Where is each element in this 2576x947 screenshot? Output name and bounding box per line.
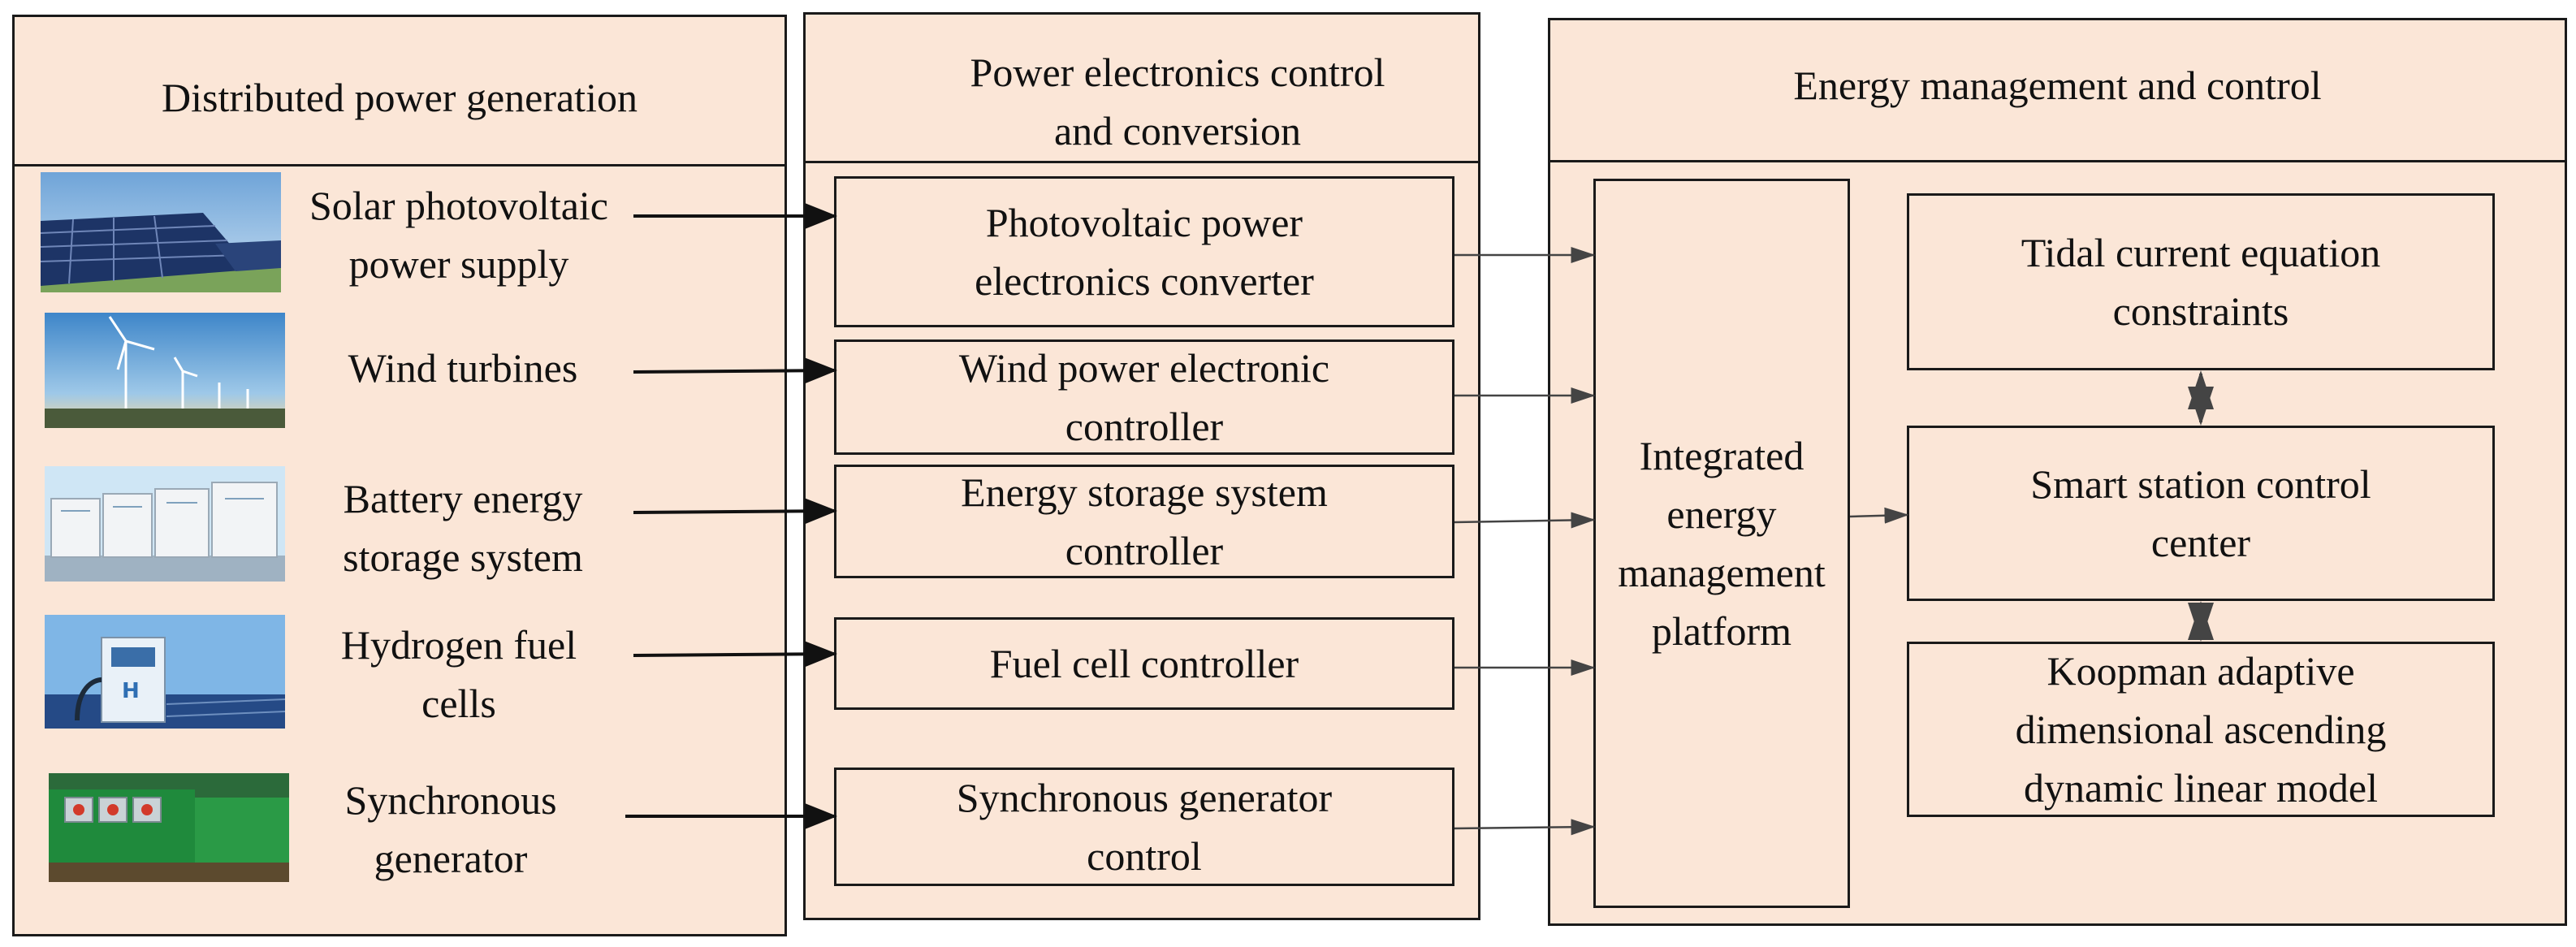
source-label-battery: Battery energy storage system [343,476,583,580]
smart-station-control-center-box: Smart station control center [1907,426,2495,601]
conversion-header-divider [806,161,1478,163]
generation-header-divider [15,164,784,166]
converter-box-wind: Wind power electronic controller [834,339,1454,455]
source-label-generator: Synchronous generator [344,777,557,881]
wind-turbines-image [45,313,285,428]
converter-box-fuel-cell: Fuel cell controller [834,617,1454,710]
tidal-current-constraints-box: Tidal current equation constraints [1907,193,2495,370]
source-label-solar: Solar photovoltaic power supply [309,183,608,287]
source-label-wind: Wind turbines [348,345,578,391]
solar-panels-image [41,172,281,292]
management-header-divider [1550,160,2565,162]
converter-box-pv: Photovoltaic power electronics converter [834,176,1454,327]
management-title: Energy management and control [1793,63,2322,108]
energy-management-platform: Integrated energy management platform [1593,179,1850,908]
generation-title: Distributed power generation [162,75,638,120]
battery-storage-image [45,466,285,582]
converter-box-storage: Energy storage system controller [834,465,1454,578]
koopman-model-box: Koopman adaptive dimensional ascending d… [1907,642,2495,817]
converter-box-generator: Synchronous generator control [834,768,1454,886]
conversion-title: Power electronics control and conversion [970,50,1385,154]
hydrogen-station-image: H [45,615,285,729]
source-label-hydrogen: Hydrogen fuel cells [340,622,577,726]
svg-text:H: H [122,679,140,703]
generator-machinery-image [49,773,289,882]
